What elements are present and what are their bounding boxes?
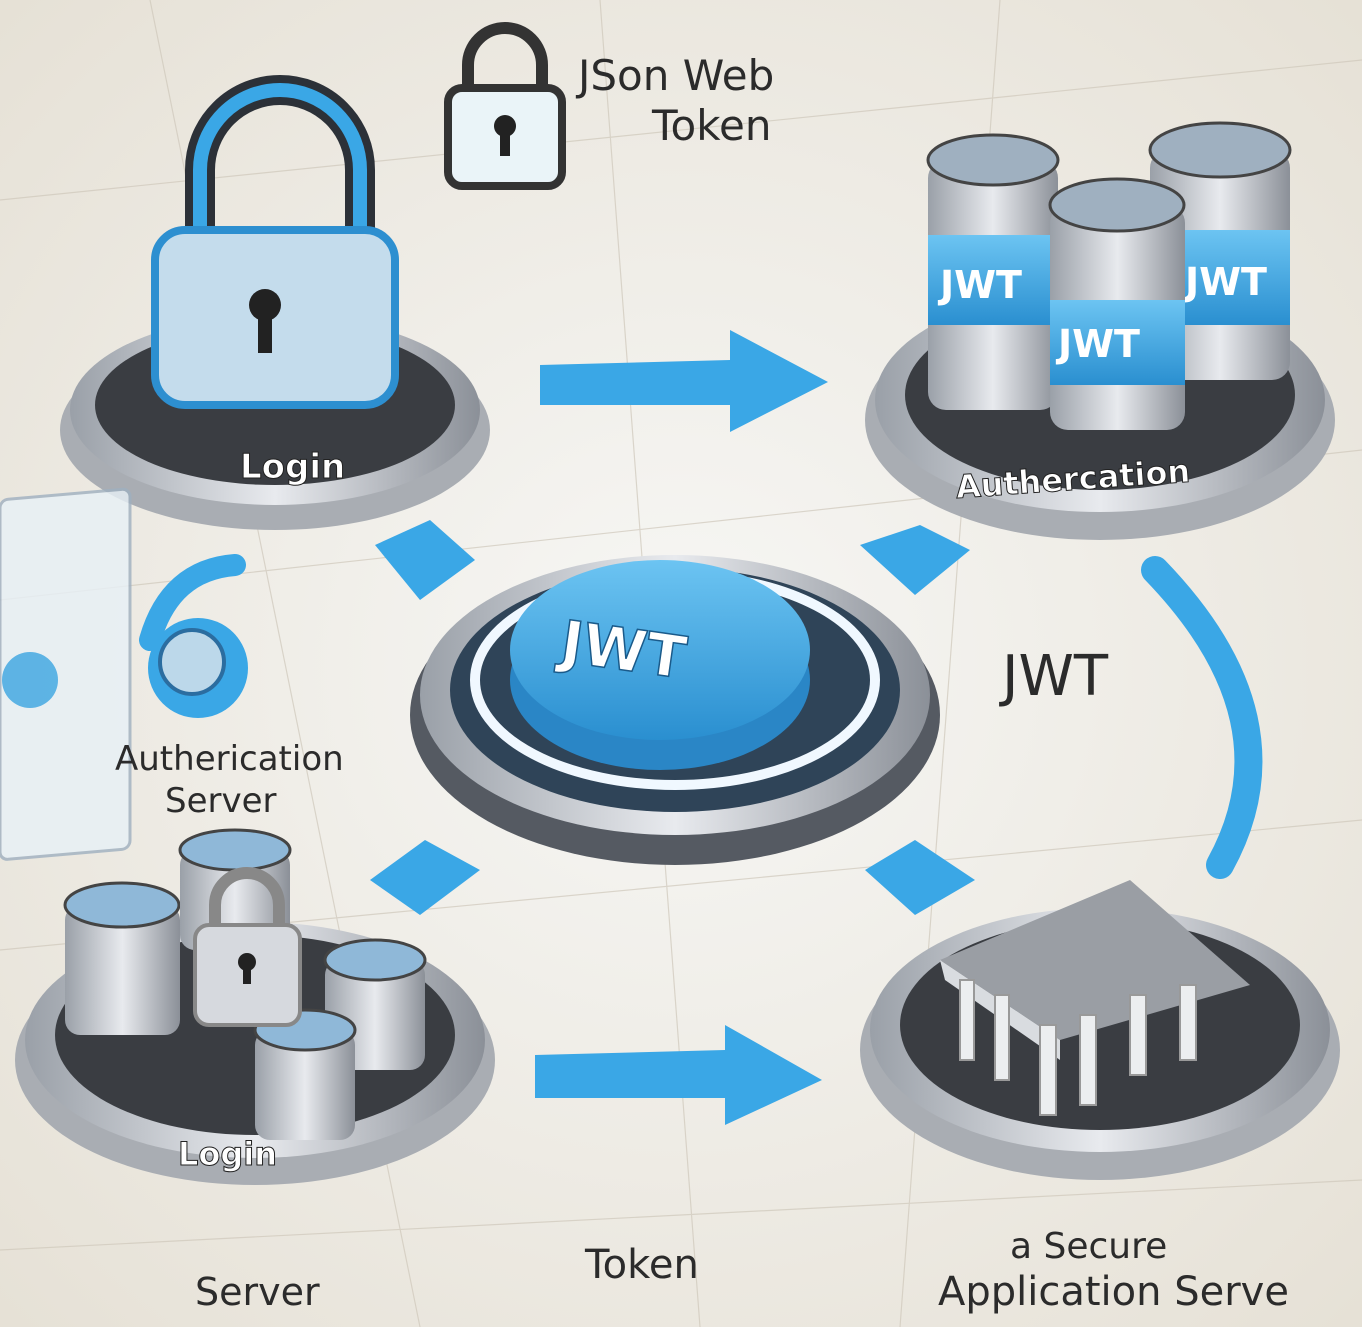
- login-label-bottom: Login: [178, 1135, 277, 1173]
- token-caption: Token: [584, 1242, 699, 1288]
- curved-arrow-icon: [139, 554, 246, 651]
- arrow-connector-icon: [375, 520, 475, 600]
- secure-app-label-line2: Application Serve: [938, 1269, 1289, 1315]
- database-cylinders-icon: [63, 828, 427, 1140]
- jwt-token-cylinder: JWT: [926, 133, 1060, 410]
- arrow-connector-icon: [860, 525, 970, 595]
- jwt-token-cylinder: JWT: [1048, 177, 1186, 430]
- auth-server-label-line2: Server: [165, 781, 277, 821]
- jwt-right-label: JWT: [999, 644, 1109, 709]
- auth-server-label-line1: Autherication: [115, 739, 344, 779]
- secure-app-label-line1: a Secure: [1010, 1226, 1167, 1267]
- cylinder-label: JWT: [1182, 260, 1267, 304]
- server-caption: Server: [195, 1270, 320, 1314]
- cylinder-label: JWT: [1055, 322, 1140, 366]
- jwt-center-platform: [410, 555, 940, 865]
- small-padlock-icon: [193, 867, 302, 1027]
- arrow-right-icon: [540, 330, 828, 432]
- document-card-icon: [0, 487, 132, 861]
- arrow-connector-icon: [370, 840, 480, 915]
- title-line1: JSon Web: [575, 51, 774, 100]
- padlock-icon: [151, 75, 399, 409]
- curved-arrow-icon: [1141, 556, 1263, 879]
- server-badge-icon: [148, 618, 248, 718]
- arrow-connector-icon: [865, 840, 975, 915]
- title-line2: Token: [651, 101, 772, 150]
- login-label: Login: [240, 447, 345, 487]
- title-lock-icon: [444, 22, 566, 190]
- cylinder-label: JWT: [937, 263, 1022, 307]
- building-icon: [940, 880, 1250, 1116]
- arrow-right-icon: [535, 1025, 822, 1125]
